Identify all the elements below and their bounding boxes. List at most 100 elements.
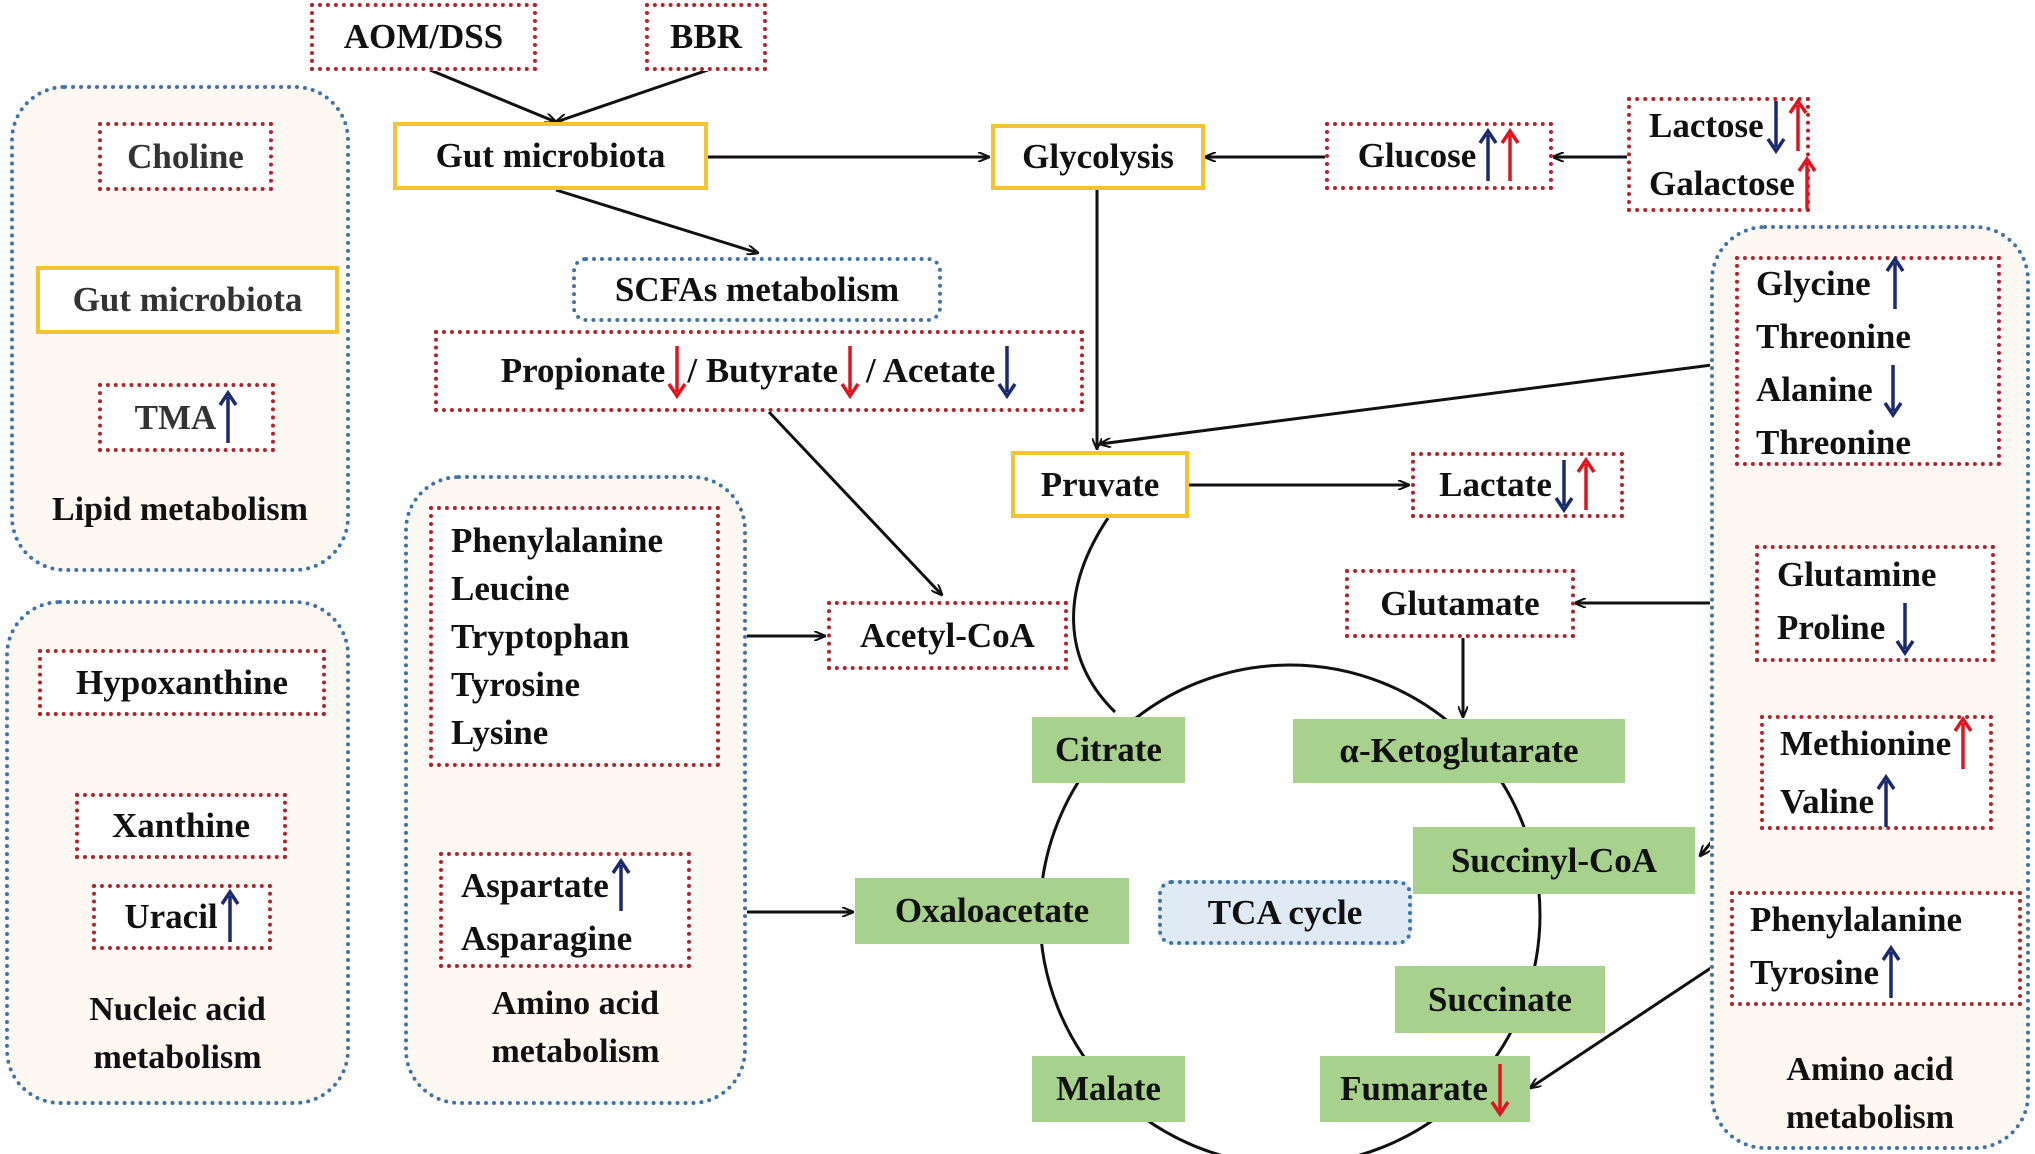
lactose-galactose-node: Lactose Galactose: [1627, 97, 1817, 212]
pyruvate-node: Pruvate: [1011, 451, 1189, 518]
proline-label: Proline: [1777, 607, 1886, 647]
arrow-up-icon: [1797, 155, 1817, 213]
gut-microbiota-lipid-node: Gut microbiota: [36, 266, 339, 334]
tca-cycle-label-node: TCA cycle: [1158, 880, 1412, 945]
gut-microbiota-label: Gut microbiota: [435, 136, 666, 175]
citrate-label: Citrate: [1055, 730, 1162, 769]
uracil-label: Uracil: [124, 897, 218, 936]
methionine-label: Methionine: [1780, 723, 1952, 763]
aspartate-asparagine-node: Aspartate Asparagine: [439, 852, 691, 968]
scfas-node: Propionate / Butyrate / Acetate: [434, 330, 1084, 412]
lactate-node: Lactate: [1411, 452, 1624, 518]
alanine-label: Alanine: [1756, 370, 1873, 409]
aa-right-panel-title-line2: metabolism: [1785, 1099, 1955, 1136]
scfas-metabolism-node: SCFAs metabolism: [572, 257, 942, 322]
phenylalanine-left-label: Phenylalanine: [451, 520, 663, 560]
glucose-node: Glucose: [1325, 122, 1553, 190]
tyrosine-right-label: Tyrosine: [1750, 952, 1879, 992]
arrow-down-icon: [1766, 97, 1786, 155]
glutamate-node: Glutamate: [1345, 569, 1575, 638]
arrow-up-icon: [1478, 127, 1498, 185]
malate-label: Malate: [1056, 1069, 1161, 1108]
scfas-metabolism-label: SCFAs metabolism: [614, 269, 900, 309]
propionate-label: Propionate: [500, 351, 666, 390]
nucleic-panel-title-line2: metabolism: [93, 1039, 262, 1076]
arrow-down-icon: [840, 342, 860, 400]
oxaloacetate-label: Oxaloacetate: [894, 891, 1090, 930]
arrow-up-icon: [1881, 944, 1901, 1002]
acetyl-coa-node: Acetyl-CoA: [827, 601, 1068, 670]
glucose-label: Glucose: [1357, 136, 1477, 175]
pyruvate-label: Pruvate: [1040, 464, 1160, 504]
succinyl-coa-node: Succinyl-CoA: [1413, 827, 1695, 894]
glutamate-label: Glutamate: [1380, 583, 1540, 623]
glycine-group-node: Glycine Threonine Alanine Threonine: [1735, 255, 2001, 466]
phenylalanine-right-label: Phenylalanine: [1750, 899, 1962, 939]
threonine-2-label: Threonine: [1756, 423, 1911, 462]
arrow-up-icon: [1885, 255, 1905, 313]
tma-label: TMA: [134, 397, 217, 437]
arrow-down-icon: [667, 342, 687, 400]
arrow-up-icon: [611, 857, 631, 915]
hypoxanthine-label: Hypoxanthine: [76, 662, 288, 702]
tyrosine-left-label: Tyrosine: [451, 664, 580, 704]
uracil-node: Uracil: [92, 884, 272, 950]
galactose-label: Galactose: [1649, 163, 1795, 203]
fumarate-node: Fumarate: [1320, 1056, 1530, 1122]
arrow-up-icon: [218, 389, 238, 447]
citrate-node: Citrate: [1032, 717, 1185, 783]
choline-node: Choline: [98, 122, 273, 191]
bbr-label: BBR: [670, 17, 742, 56]
aa-left-group-node: Phenylalanine Leucine Tryptophan Tyrosin…: [429, 506, 720, 767]
arrow-up-icon: [1500, 127, 1520, 185]
leucine-label: Leucine: [451, 568, 570, 608]
methionine-valine-node: Methionine Valine: [1760, 715, 1993, 830]
aspartate-label: Aspartate: [461, 866, 609, 905]
xanthine-node: Xanthine: [75, 793, 287, 859]
asparagine-label: Asparagine: [461, 919, 633, 958]
glutamine-label: Glutamine: [1777, 554, 1937, 594]
malate-node: Malate: [1032, 1056, 1185, 1122]
gut-microbiota-node: Gut microbiota: [393, 122, 708, 190]
arrow-up-icon: [1953, 715, 1973, 773]
arrow-up-icon: [1876, 773, 1896, 831]
succinate-node: Succinate: [1395, 966, 1605, 1033]
oxaloacetate-node: Oxaloacetate: [855, 878, 1129, 944]
lactose-label: Lactose: [1649, 105, 1764, 145]
tca-cycle-label: TCA cycle: [1207, 892, 1363, 932]
phenylalanine-tyrosine-node: Phenylalanine Tyrosine: [1730, 891, 2022, 1006]
edge-aomdss-gut: [429, 68, 556, 122]
xanthine-label: Xanthine: [111, 806, 251, 845]
arrow-down-icon: [1490, 1060, 1510, 1118]
lactate-label: Lactate: [1439, 465, 1552, 504]
arrow-up-icon: [1576, 456, 1596, 514]
edge-scfa-acetylcoa: [767, 410, 942, 595]
glycine-label: Glycine: [1756, 264, 1871, 303]
aom-dss-node: AOM/DSS: [310, 3, 537, 71]
arrow-down-icon: [1883, 361, 1903, 419]
succinate-label: Succinate: [1428, 979, 1572, 1019]
fumarate-label: Fumarate: [1340, 1069, 1488, 1108]
lysine-label: Lysine: [451, 712, 549, 752]
butyrate-label: / Butyrate: [687, 351, 839, 390]
valine-label: Valine: [1780, 781, 1875, 821]
glycolysis-node: Glycolysis: [991, 124, 1205, 190]
arrow-down-icon: [997, 342, 1017, 400]
arrow-up-icon: [220, 888, 240, 946]
bbr-node: BBR: [645, 3, 767, 71]
aa-right-panel-title-line1: Amino acid: [1786, 1051, 1954, 1088]
acetyl-coa-label: Acetyl-CoA: [860, 615, 1035, 655]
arrow-down-icon: [1554, 456, 1574, 514]
edge-phenylalanine-fumarate: [1530, 950, 1736, 1088]
tryptophan-label: Tryptophan: [451, 616, 630, 656]
alpha-ketoglutarate-node: α-Ketoglutarate: [1293, 719, 1625, 783]
edge-aa-right-pyruvate: [1100, 360, 1736, 444]
glutamine-proline-node: Glutamine Proline: [1755, 545, 1995, 662]
arrow-up-icon: [1788, 97, 1808, 155]
gut-microbiota-lipid-label: Gut microbiota: [72, 280, 303, 319]
hypoxanthine-node: Hypoxanthine: [38, 649, 326, 716]
edge-gut-scfas: [555, 188, 758, 253]
lipid-panel-title: Lipid metabolism: [52, 491, 308, 528]
aa-left-panel-title-line1: Amino acid: [491, 985, 660, 1022]
threonine-label: Threonine: [1756, 317, 1911, 356]
